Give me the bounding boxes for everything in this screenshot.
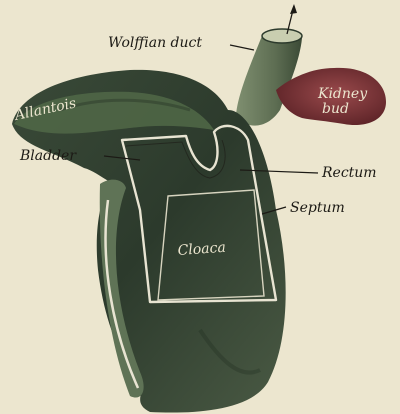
rectum-label: Rectum xyxy=(321,165,377,181)
wolffian-duct-opening xyxy=(262,29,302,43)
wolffian-duct-leader xyxy=(230,45,254,50)
kidney-bud-label-2: bud xyxy=(322,101,349,117)
wolffian-duct-label: Wolffian duct xyxy=(108,35,202,51)
kidney-bud-label-1: Kidney xyxy=(317,86,368,102)
cloaca-label: Cloaca xyxy=(177,240,226,259)
bladder-label: Bladder xyxy=(19,148,77,164)
arrow-head-icon xyxy=(290,4,297,14)
septum-label: Septum xyxy=(290,200,345,216)
